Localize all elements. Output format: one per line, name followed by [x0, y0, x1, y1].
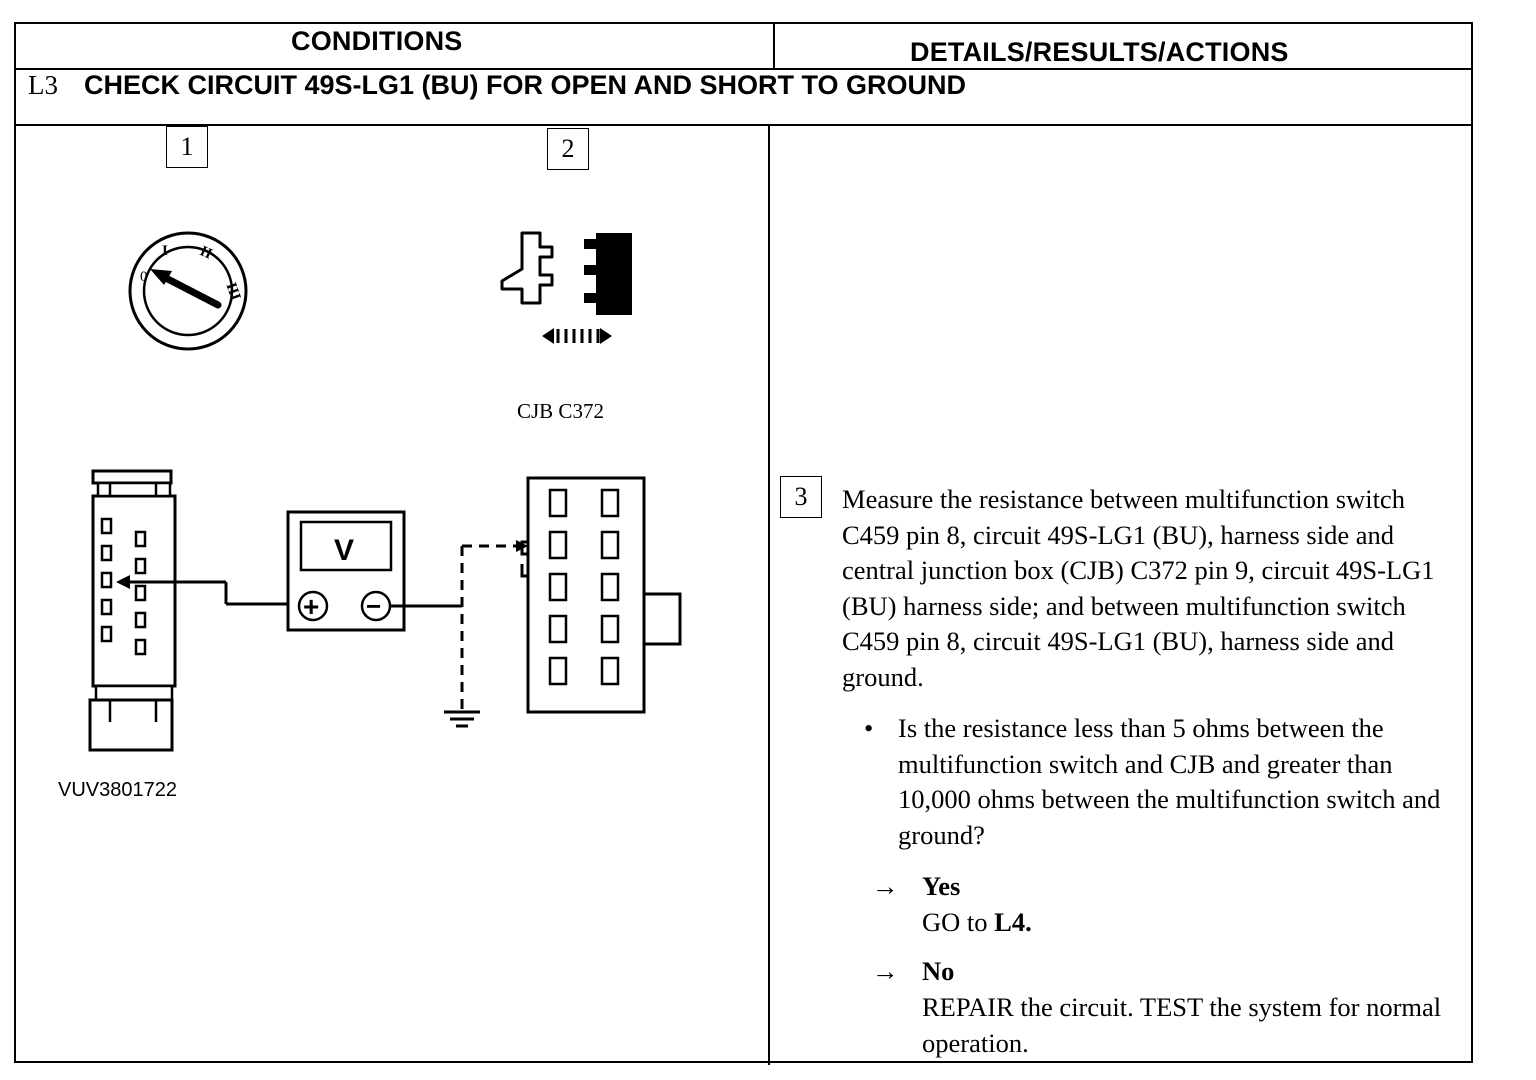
header-divider [773, 24, 775, 68]
ignition-mark-1: I [162, 243, 168, 259]
details-header: DETAILS/RESULTS/ACTIONS [910, 37, 1289, 67]
figure-code: VUV3801722 [58, 779, 177, 801]
step-box-3: 3 [780, 476, 822, 518]
connector-disconnect-icon [500, 231, 632, 344]
arrow-icon: → [872, 956, 899, 986]
bullet-dot: • [864, 713, 874, 743]
answer-yes-label: Yes [922, 871, 961, 901]
answer-yes-action-prefix: GO to [922, 907, 995, 937]
meter-plus-terminal [297, 590, 329, 622]
answer-yes-action: GO to L4. [922, 904, 1462, 940]
column-divider [768, 124, 770, 1065]
header-rule [16, 68, 1471, 70]
instruction-text: Measure the resistance between multifunc… [842, 484, 1435, 692]
step-box-2: 2 [547, 128, 589, 170]
conditions-header: CONDITIONS [291, 26, 463, 56]
meter-minus-sign: − [366, 591, 381, 621]
meter-v-label: V [334, 534, 354, 567]
measurement-diagram: V + − [88, 469, 682, 752]
answer-yes-action-target: L4. [994, 907, 1032, 937]
step-id: L3 [28, 70, 58, 100]
title-rule [16, 124, 1471, 126]
ignition-mark-3: III [222, 281, 243, 303]
step-box-1: 1 [166, 126, 208, 168]
cjb-connector [526, 476, 646, 714]
ignition-mark-0: 0 [140, 269, 148, 285]
step-title: L3 CHECK CIRCUIT 49S-LG1 (BU) FOR OPEN AN… [28, 70, 966, 101]
question-block: • Is the resistance less than 5 ohms bet… [864, 711, 1458, 853]
diagnostic-table: CONDITIONS DETAILS/RESULTS/ACTIONS L3 CHE… [14, 22, 1473, 1065]
connector-label: CJB C372 [517, 399, 604, 423]
answer-no-label: No [922, 956, 955, 986]
ignition-switch-icon: 0 I II III [128, 231, 248, 351]
arrow-icon: → [872, 871, 899, 901]
meter-plus-sign: + [303, 591, 319, 622]
step-heading: CHECK CIRCUIT 49S-LG1 (BU) FOR OPEN AND … [84, 70, 967, 100]
answer-no-action: REPAIR the circuit. TEST the system for … [922, 992, 1442, 1058]
question-text: Is the resistance less than 5 ohms betwe… [898, 713, 1441, 850]
